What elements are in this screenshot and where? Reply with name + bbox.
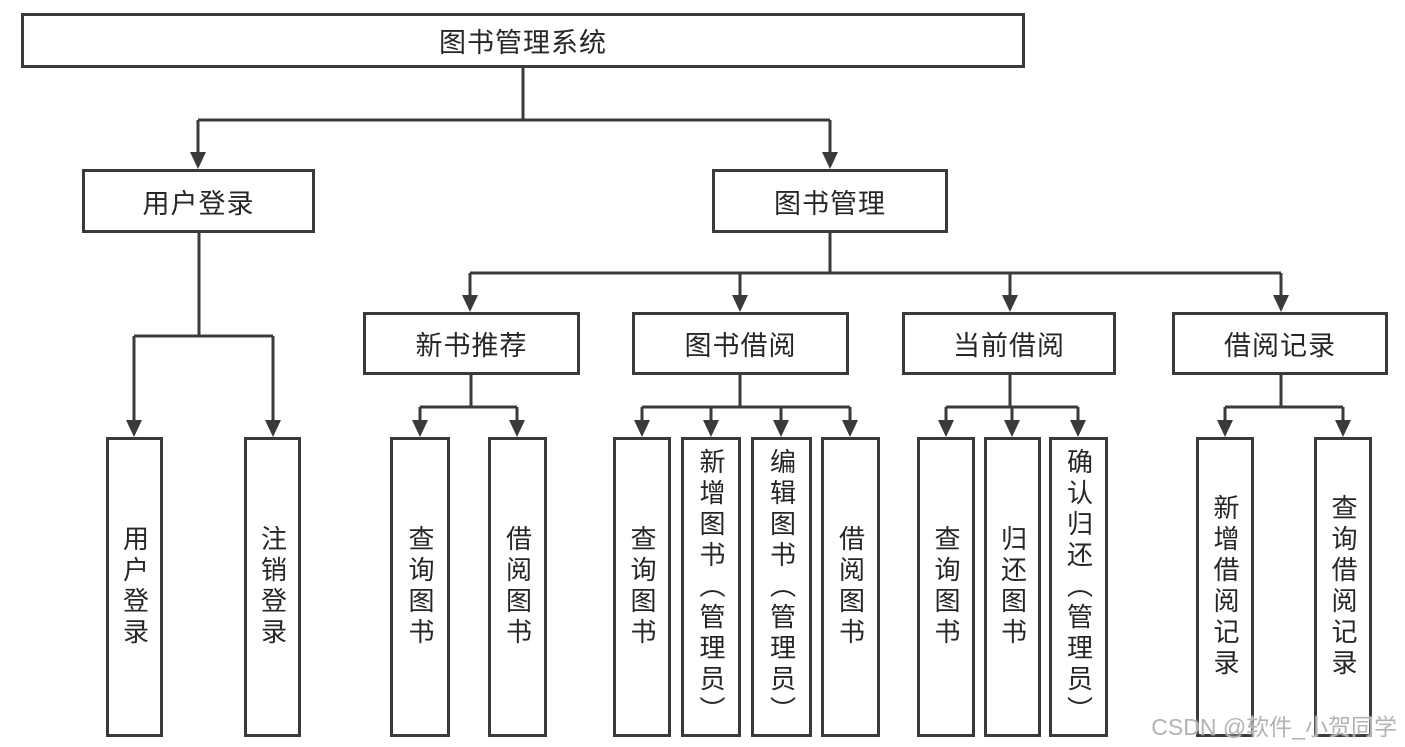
edge-current-borrow [944,375,1080,422]
edge-user-login [132,233,275,422]
leaf-edit-book-admin-label: 编辑图书（管理员） [766,447,797,727]
node-book-mgmt-label: 图书管理 [774,188,886,219]
csdn-watermark: CSDN @软件_小贺同学 [1151,714,1397,740]
leaf-logout-label: 注销登录 [257,525,288,649]
leaf-add-borrow-record: 新增借阅记录 [1196,437,1254,737]
leaf-borrow-book-newrec-label: 借阅图书 [502,525,533,649]
leaf-return-book: 归还图书 [984,437,1041,737]
leaf-borrow-book-borrow-label: 借阅图书 [835,525,866,649]
edge-book-mgmt [468,233,1283,297]
node-user-login: 用户登录 [82,169,315,233]
leaf-add-book-admin: 新增图书（管理员） [681,437,741,737]
leaf-logout: 注销登录 [244,437,301,737]
node-borrow-record-label: 借阅记录 [1224,331,1336,361]
node-root: 图书管理系统 [21,13,1025,68]
leaf-query-borrow-record-label: 查询借阅记录 [1328,494,1358,680]
leaf-user-login-label: 用户登录 [119,525,150,649]
leaf-edit-book-admin: 编辑图书（管理员） [751,437,812,737]
leaf-query-book-current-label: 查询图书 [931,525,961,649]
leaf-query-borrow-record: 查询借阅记录 [1314,437,1372,737]
leaf-query-book-borrow-label: 查询图书 [627,525,657,649]
node-book-borrow: 图书借阅 [632,312,849,375]
node-current-borrow-label: 当前借阅 [953,331,1065,361]
leaf-query-book-current: 查询图书 [917,437,975,737]
leaf-confirm-return-admin: 确认归还（管理员） [1049,437,1108,737]
leaf-query-book-newrec: 查询图书 [390,437,450,737]
edge-borrow-record [1223,375,1345,422]
leaf-confirm-return-admin-label: 确认归还（管理员） [1063,447,1094,727]
leaf-query-book-newrec-label: 查询图书 [405,525,435,649]
node-book-mgmt: 图书管理 [712,169,948,233]
leaf-user-login: 用户登录 [106,437,163,737]
node-new-book-rec-label: 新书推荐 [415,331,528,361]
leaf-add-book-admin-label: 新增图书（管理员） [696,447,726,727]
node-root-label: 图书管理系统 [439,28,607,58]
node-book-borrow-label: 图书借阅 [684,331,797,361]
edge-root [196,68,832,153]
node-current-borrow: 当前借阅 [902,312,1116,375]
node-user-login-label: 用户登录 [142,188,255,219]
edge-new-book-rec [418,375,519,422]
leaf-borrow-book-newrec: 借阅图书 [488,437,547,737]
node-new-book-rec: 新书推荐 [363,312,580,375]
leaf-query-book-borrow: 查询图书 [613,437,671,737]
node-borrow-record: 借阅记录 [1172,312,1388,375]
leaf-return-book-label: 归还图书 [997,525,1028,649]
leaf-add-borrow-record-label: 新增借阅记录 [1210,494,1240,680]
leaf-borrow-book-borrow: 借阅图书 [821,437,880,737]
edge-book-borrow [640,375,852,422]
